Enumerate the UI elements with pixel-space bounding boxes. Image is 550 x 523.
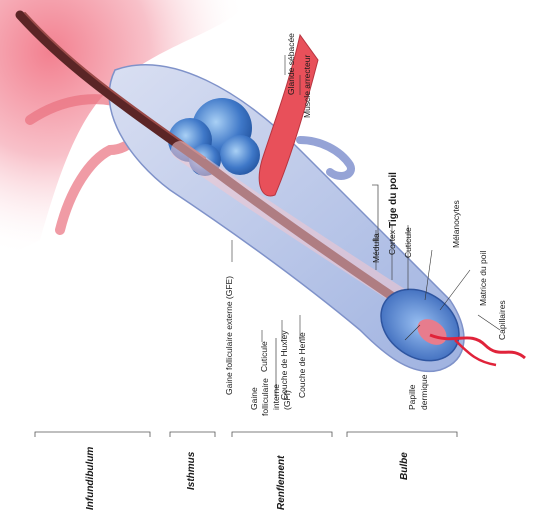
label-glande-sebacee: Glande sébacée	[287, 33, 296, 95]
label-couche-huxley: Couche de Huxley	[280, 331, 289, 400]
label-papille-dermique-2: dermique	[420, 375, 429, 410]
zone-infundibulum: Infundibulum	[86, 447, 96, 510]
label-cortex: Cortex	[388, 230, 397, 255]
zone-brackets	[35, 432, 457, 437]
zone-bulbe: Bulbe	[400, 452, 410, 480]
label-cuticule-tige: Cuticule	[404, 227, 413, 258]
label-gaine-interne-2: folliculaire	[261, 378, 270, 416]
label-couche-henle: Couche de Henle	[298, 332, 307, 398]
label-tige-du-poil: Tige du poil	[389, 172, 399, 228]
label-capillaires: Capillaires	[498, 300, 507, 340]
zone-renflement: Renflement	[277, 456, 287, 510]
label-medulla: Médulla	[372, 233, 381, 263]
label-cuticule-gaine: Cuticule	[260, 341, 269, 372]
label-matrice-du-poil: Matrice du poil	[479, 251, 488, 306]
label-gaine-interne-1: Gaine	[250, 387, 259, 410]
label-gaine-externe: Gaine folliculaire externe (GFE)	[225, 276, 234, 395]
label-papille-dermique-1: Papille	[408, 384, 417, 410]
zone-isthmus: Isthmus	[187, 452, 197, 490]
label-muscle-arrecteur: Muscle arrecteur	[303, 55, 312, 118]
label-melanocytes: Mélanocytes	[452, 200, 461, 248]
